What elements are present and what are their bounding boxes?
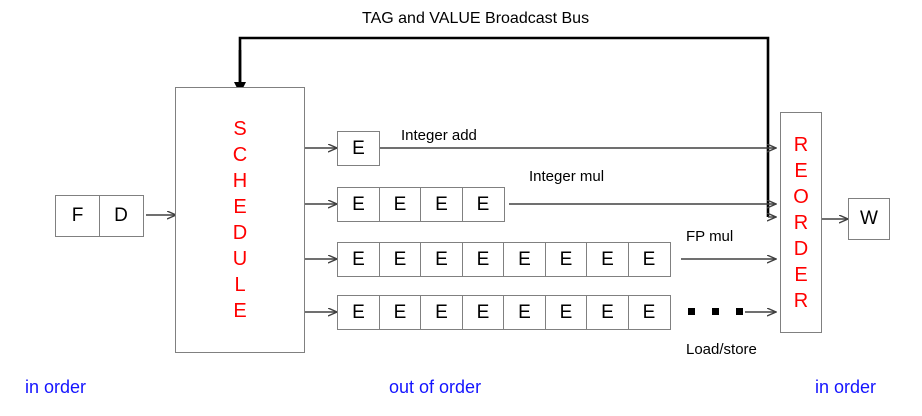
fetch-stage[interactable]: F: [55, 195, 100, 237]
broadcast-bus-label: TAG and VALUE Broadcast Bus: [362, 10, 590, 27]
exec-stage[interactable]: E: [503, 295, 546, 330]
exec-stage[interactable]: E: [337, 187, 380, 222]
pipeline-label-integer-mul: Integer mul: [529, 168, 605, 185]
exec-stage[interactable]: E: [586, 295, 629, 330]
exec-stage[interactable]: E: [337, 242, 380, 277]
exec-stage[interactable]: E: [420, 242, 463, 277]
schedule-letter: C: [232, 144, 248, 166]
reorder-letter: D: [793, 237, 809, 260]
schedule-letter: E: [233, 196, 247, 218]
reorder-letter: R: [793, 211, 809, 234]
exec-stage[interactable]: E: [337, 131, 380, 166]
exec-stage[interactable]: E: [544, 295, 588, 330]
schedule-letter: D: [232, 222, 248, 244]
pipeline-integer-mul: E E E E: [337, 187, 505, 222]
schedule-letter: S: [233, 118, 247, 140]
schedule-dispatch-wires: [305, 148, 337, 312]
ellipsis-dots: [688, 308, 743, 315]
schedule-letter: H: [232, 170, 248, 192]
exec-stage[interactable]: E: [378, 295, 422, 330]
reorder-letter: E: [794, 159, 808, 182]
exec-stage[interactable]: E: [461, 187, 505, 222]
pipeline-load-store: E E E E E E E E: [337, 295, 671, 330]
pipeline-label-integer-add: Integer add: [401, 127, 477, 144]
pipeline-label-load-store: Load/store: [686, 341, 757, 358]
stage-label-out-of-order: out of order: [389, 377, 482, 397]
exec-stage[interactable]: E: [503, 242, 546, 277]
exec-stage[interactable]: E: [420, 295, 463, 330]
reorder-letter: O: [793, 185, 809, 208]
reorder-block[interactable]: R E O R D E R: [780, 112, 822, 333]
exec-stage[interactable]: E: [337, 295, 380, 330]
writeback-stage[interactable]: W: [848, 198, 890, 240]
stage-label-in-order-back: in order: [815, 377, 877, 397]
exec-stage[interactable]: E: [378, 187, 422, 222]
stage-label-in-order-front: in order: [25, 377, 87, 397]
schedule-letter: E: [233, 300, 247, 322]
exec-stage[interactable]: E: [461, 242, 505, 277]
schedule-block[interactable]: S C H E D U L E: [175, 87, 305, 353]
pipeline-integer-add: E: [337, 131, 380, 166]
pipeline-fp-mul: E E E E E E E E: [337, 242, 671, 277]
reorder-letter: R: [793, 133, 809, 156]
reorder-letter: E: [794, 263, 808, 286]
exec-stage[interactable]: E: [378, 242, 422, 277]
schedule-letter: L: [234, 274, 246, 296]
exec-stage[interactable]: E: [544, 242, 588, 277]
exec-stage[interactable]: E: [461, 295, 505, 330]
decode-stage[interactable]: D: [98, 195, 144, 237]
fetch-decode-group: F D: [55, 195, 144, 237]
exec-stage[interactable]: E: [627, 295, 671, 330]
exec-stage[interactable]: E: [627, 242, 671, 277]
schedule-letter: U: [232, 248, 248, 270]
exec-stage[interactable]: E: [420, 187, 463, 222]
exec-stage[interactable]: E: [586, 242, 629, 277]
reorder-letter: R: [793, 289, 809, 312]
broadcast-bus-wire: [234, 36, 776, 217]
pipeline-label-fp-mul: FP mul: [686, 228, 734, 245]
